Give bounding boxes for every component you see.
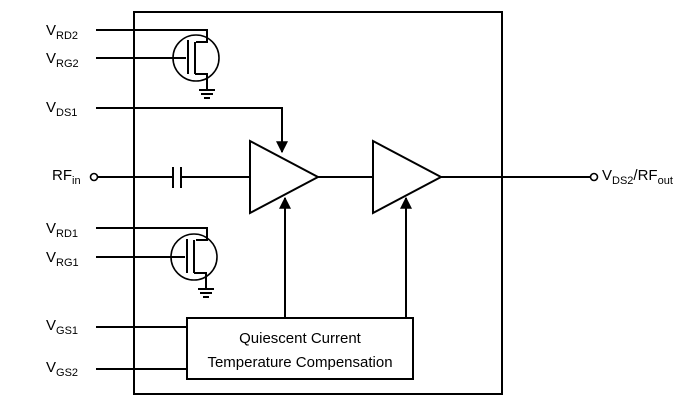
pin-label-vrd2: VRD2 — [46, 22, 78, 42]
pin-label-rfin: RFin — [52, 167, 81, 187]
bias-block-line1: Quiescent Current — [239, 330, 362, 347]
pin-label-vrg1: VRG1 — [46, 249, 79, 269]
pin-label-output: VDS2/RFout — [602, 167, 673, 187]
amplifier-stage-2 — [372, 139, 444, 215]
amplifier-stage-1 — [249, 139, 321, 215]
rf-input-path — [89, 167, 250, 188]
pin-label-vgs2: VGS2 — [46, 359, 78, 379]
bias-compensation-block: Quiescent Current Temperature Compensati… — [186, 317, 414, 380]
bias-block-line2: Temperature Compensation — [207, 354, 392, 371]
vds1-wire — [96, 107, 288, 154]
pin-label-vrd1: VRD1 — [46, 220, 78, 240]
package-outline — [133, 11, 503, 395]
rf-output-path — [441, 172, 599, 182]
bias-fet-2 — [96, 29, 220, 99]
pin-label-vds1: VDS1 — [46, 99, 77, 119]
pin-label-vrg2: VRG2 — [46, 50, 79, 70]
pin-label-vgs1: VGS1 — [46, 317, 78, 337]
bias-fet-1 — [96, 227, 218, 298]
